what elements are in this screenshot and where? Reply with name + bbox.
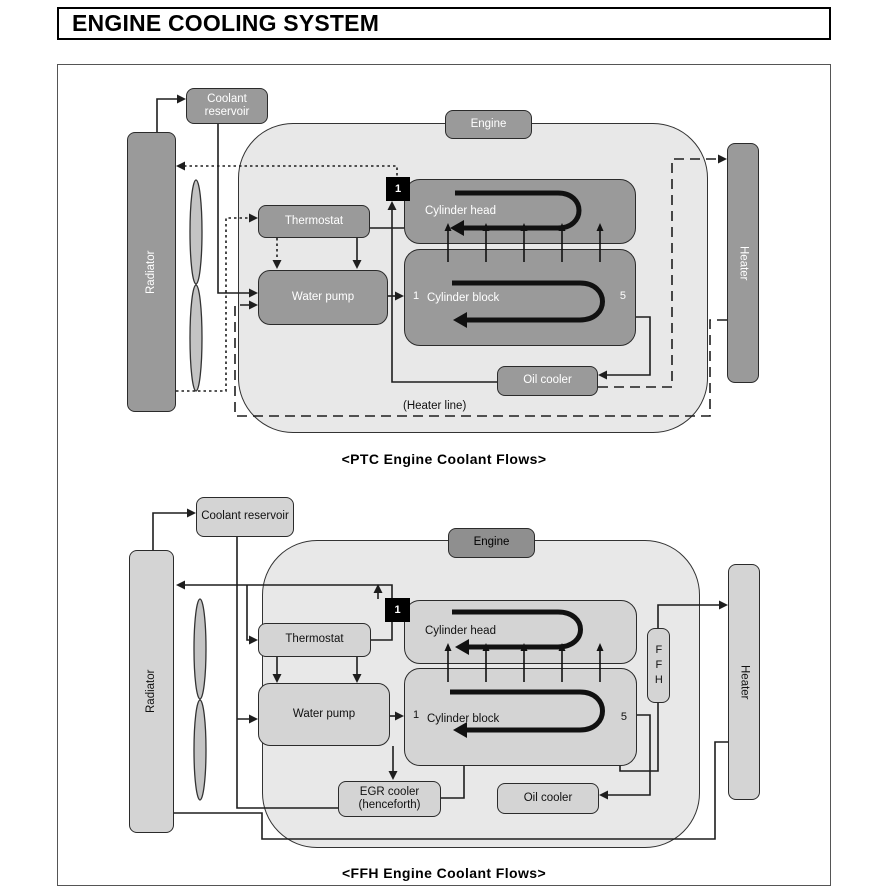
thermostat-ptc: Thermostat	[258, 205, 370, 238]
cylinder-block-label: Cylinder block	[427, 292, 500, 304]
ffh-unit: FFH	[647, 628, 670, 703]
caption-ptc: <PTC Engine Coolant Flows>	[341, 451, 547, 467]
block-outlet-number: 5	[619, 290, 626, 302]
oil-cooler-ffh: Oil cooler	[497, 783, 599, 814]
coolant-reservoir-ptc: Coolant reservoir	[186, 88, 268, 124]
cylinder-head-ffh: Cylinder head	[404, 600, 637, 664]
page-title: ENGINE COOLING SYSTEM	[72, 10, 380, 36]
engine-label-ffh: Engine	[448, 528, 535, 558]
cylinder-block-ptc: 1 Cylinder block 5	[404, 249, 636, 346]
cylinder-head-label: Cylinder head	[425, 625, 496, 638]
water-pump-ptc: Water pump	[258, 270, 388, 325]
heater-line-note: (Heater line)	[403, 400, 467, 412]
thermostat-ffh: Thermostat	[258, 623, 371, 657]
block-inlet-number: 1	[413, 709, 420, 721]
heater-ptc: Heater	[727, 143, 759, 383]
flow-marker-1-ptc: 1	[386, 177, 410, 201]
oil-cooler-ptc: Oil cooler	[497, 366, 598, 396]
engine-label-ptc: Engine	[445, 110, 532, 139]
cylinder-head-ptc: Cylinder head	[404, 179, 636, 244]
title-bar: ENGINE COOLING SYSTEM	[57, 7, 831, 40]
cylinder-block-label: Cylinder block	[427, 713, 500, 725]
egr-cooler-ffh: EGR cooler (henceforth)	[338, 781, 441, 817]
cylinder-block-ffh: 1 Cylinder block 5	[404, 668, 637, 766]
water-pump-ffh: Water pump	[258, 683, 390, 746]
block-outlet-number: 5	[620, 711, 627, 723]
cylinder-head-label: Cylinder head	[425, 204, 496, 217]
coolant-reservoir-ffh: Coolant reservoir	[196, 497, 294, 537]
heater-ffh: Heater	[728, 564, 760, 800]
block-inlet-number: 1	[413, 290, 420, 302]
caption-ffh: <FFH Engine Coolant Flows>	[341, 865, 547, 881]
flow-marker-1-ffh: 1	[385, 598, 410, 622]
